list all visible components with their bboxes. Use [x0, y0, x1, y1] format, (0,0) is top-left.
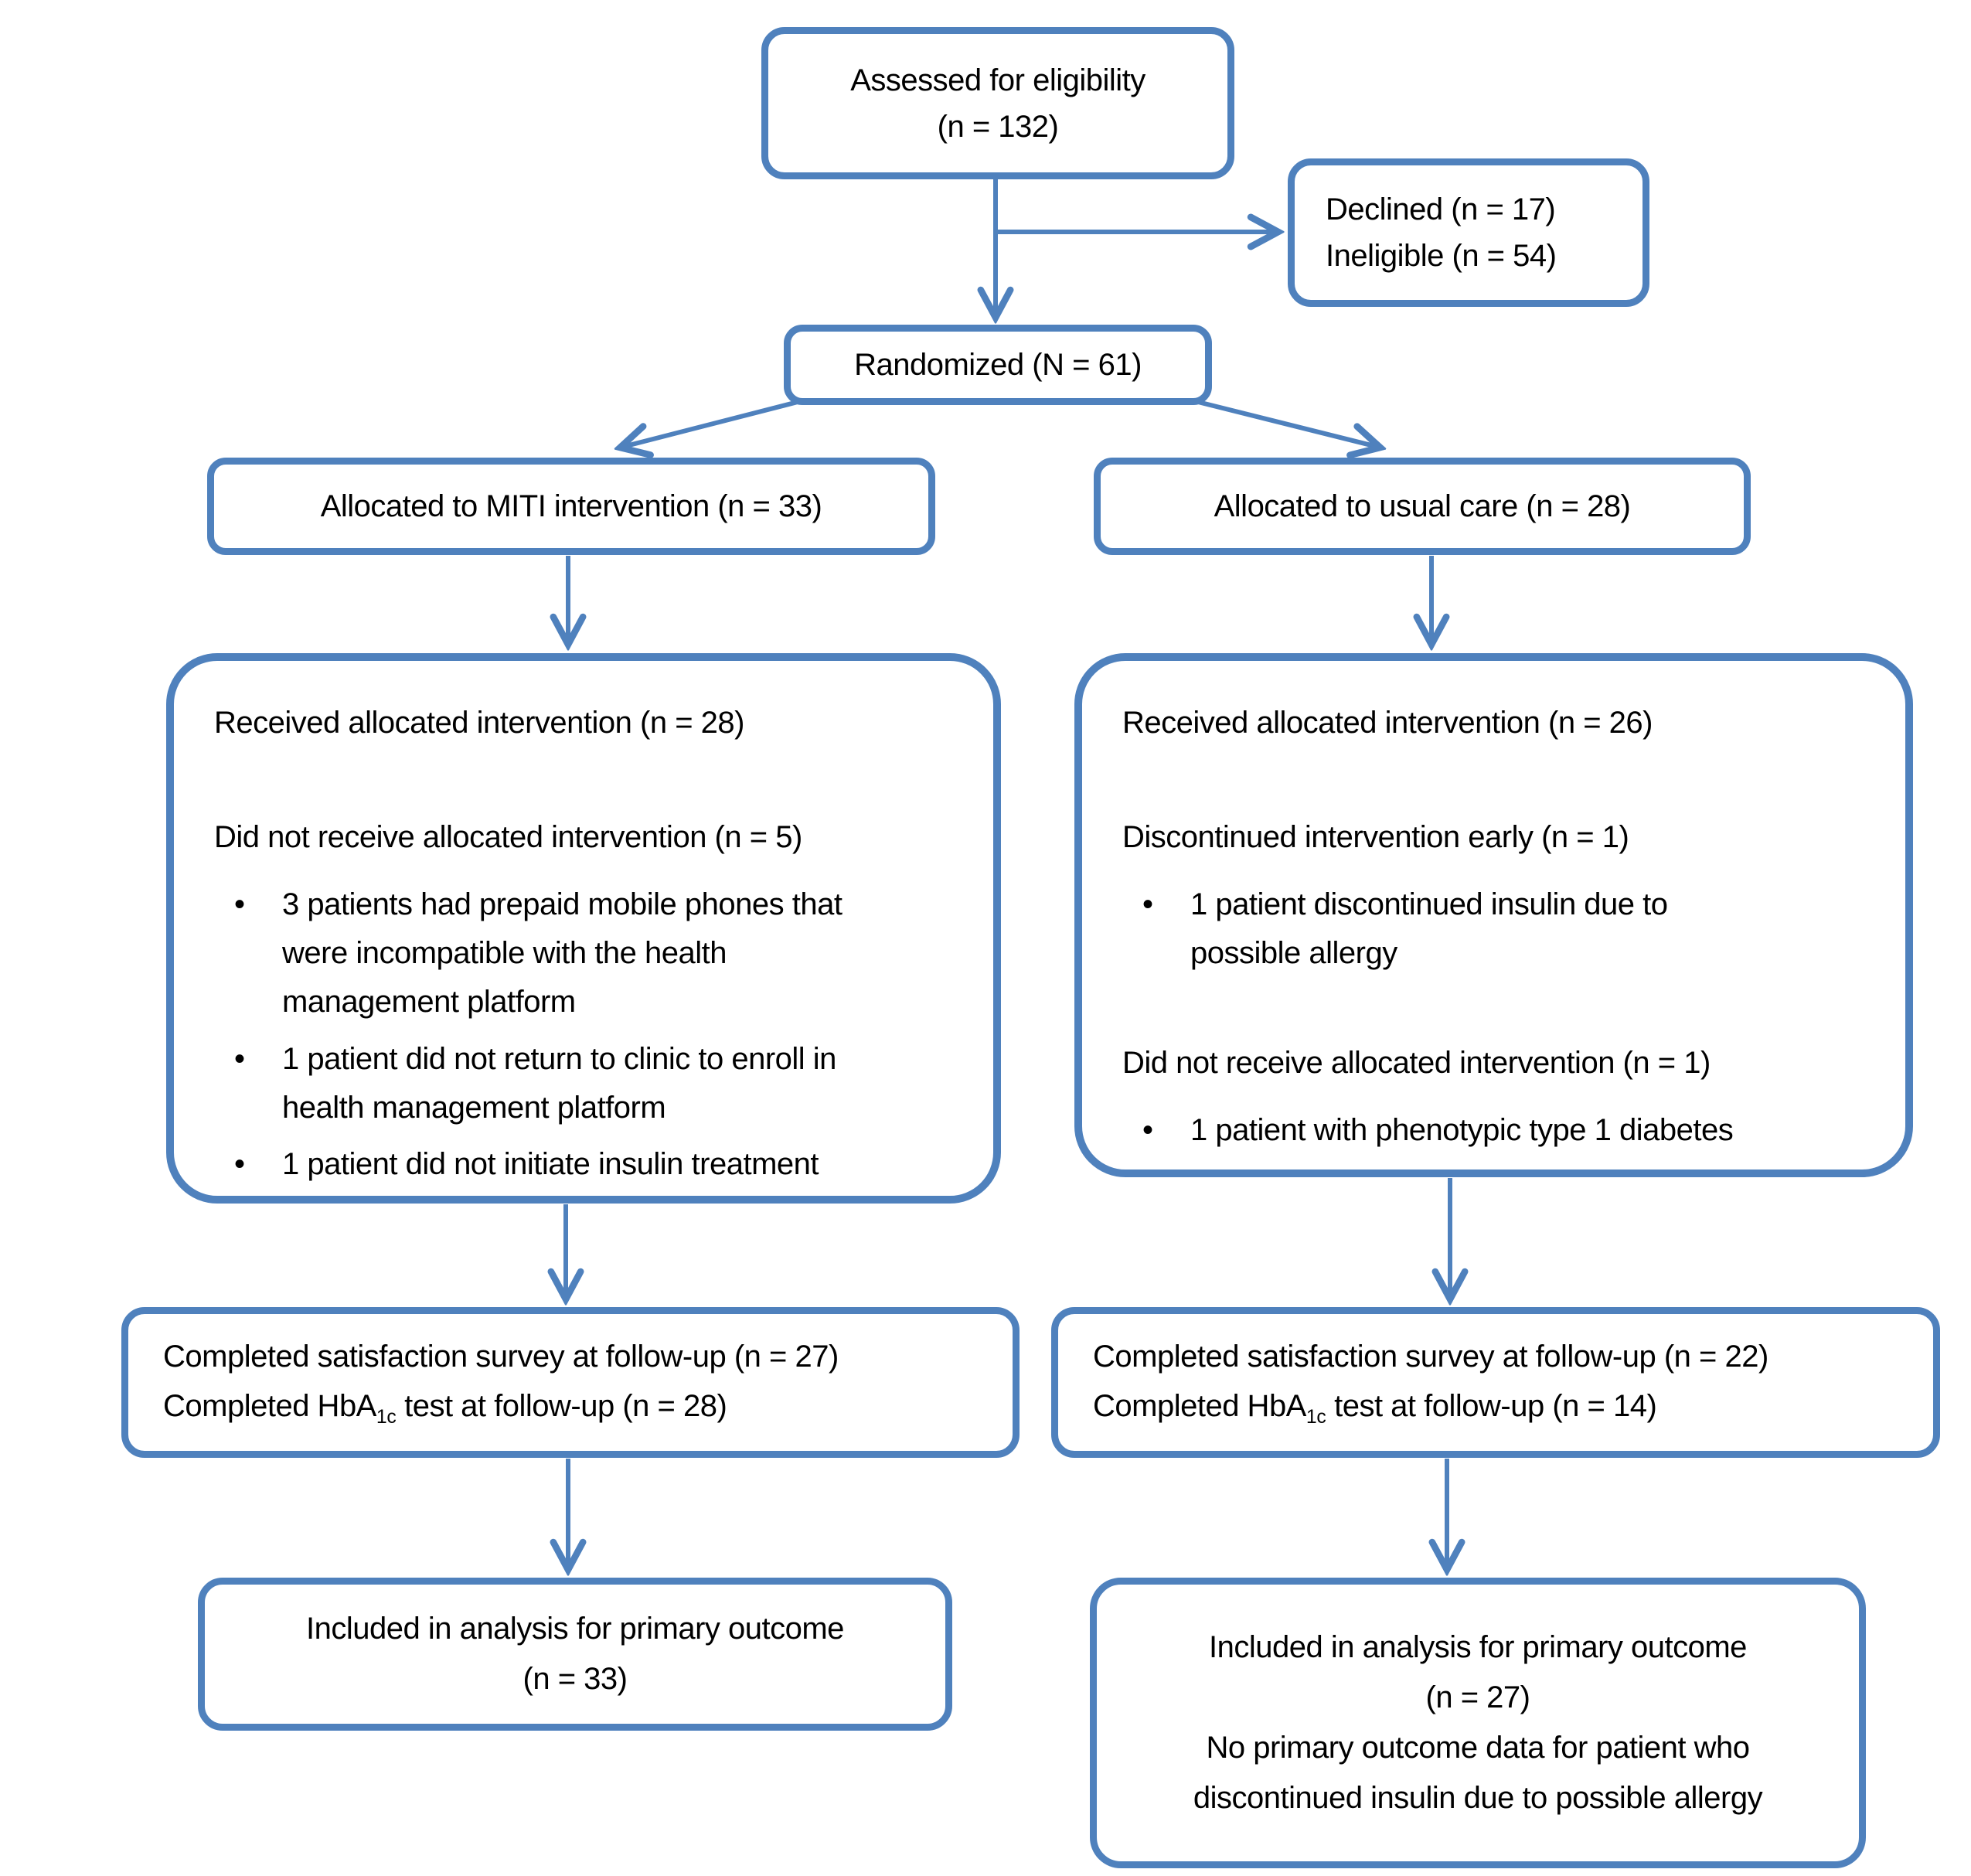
declined-count: Declined (n = 17)	[1326, 192, 1556, 226]
arrow-randomized-to-alloc-miti	[623, 400, 798, 447]
received-intervention-usual-box: Received allocated intervention (n = 26)…	[1074, 653, 1913, 1177]
analysis-miti-line: Included in analysis for primary outcome	[306, 1612, 844, 1646]
allocated-usual-care-box: Allocated to usual care (n = 28)	[1094, 458, 1751, 555]
hba1c-subscript: 1c	[1305, 1407, 1326, 1428]
not-received-usual-line: Did not receive allocated intervention (…	[1122, 1046, 1711, 1081]
assessed-count: (n = 132)	[937, 109, 1059, 144]
received-miti-line: Received allocated intervention (n = 28)	[214, 706, 744, 740]
reason-item: 1 patient did not initiate insulin treat…	[234, 1140, 842, 1189]
reason-item: 3 patients had prepaid mobile phones tha…	[234, 880, 843, 1027]
received-usual-line: Received allocated intervention (n = 26)	[1122, 706, 1653, 740]
analysis-usual-note: No primary outcome data for patient who …	[1193, 1731, 1763, 1815]
discontinued-early-reasons: 1 patient discontinued insulin due to po…	[1122, 880, 1668, 986]
analysis-miti-count: (n = 33)	[523, 1662, 628, 1696]
randomized-box: Randomized (N = 61)	[784, 325, 1212, 405]
hba1c-test-usual-line: Completed HbA1c test at follow-up (n = 1…	[1093, 1381, 1657, 1433]
followup-miti-box: Completed satisfaction survey at follow-…	[121, 1307, 1020, 1458]
analysis-usual-box: Included in analysis for primary outcome…	[1090, 1578, 1866, 1868]
allocated-miti-label: Allocated to MITI intervention (n = 33)	[320, 489, 822, 523]
randomized-label: Randomized (N = 61)	[854, 348, 1142, 382]
reason-item: 1 patient discontinued insulin due to po…	[1142, 880, 1668, 978]
arrow-randomized-to-alloc-usual	[1197, 400, 1377, 447]
reason-item: 1 patient did not return to clinic to en…	[234, 1035, 842, 1132]
hba1c-test-miti-line: Completed HbA1c test at follow-up (n = 2…	[163, 1381, 727, 1433]
received-intervention-miti-box: Received allocated intervention (n = 28)…	[166, 653, 1001, 1204]
not-received-miti-reasons: 3 patients had prepaid mobile phones tha…	[214, 880, 843, 1197]
allocated-usual-label: Allocated to usual care (n = 28)	[1214, 489, 1631, 523]
hba1c-subscript: 1c	[376, 1407, 397, 1428]
satisfaction-survey-miti-line: Completed satisfaction survey at follow-…	[163, 1339, 839, 1374]
not-received-miti-line: Did not receive allocated intervention (…	[214, 820, 802, 854]
not-received-usual-reasons: 1 patient with phenotypic type 1 diabete…	[1122, 1106, 1734, 1163]
analysis-usual-line: Included in analysis for primary outcome	[1209, 1630, 1747, 1665]
hba1c-post: test at follow-up (n = 28)	[396, 1389, 727, 1424]
discontinued-early-line: Discontinued intervention early (n = 1)	[1122, 820, 1629, 854]
allocated-miti-box: Allocated to MITI intervention (n = 33)	[207, 458, 935, 555]
assessed-for-eligibility-box: Assessed for eligibility (n = 132)	[761, 27, 1234, 179]
hba1c-pre: Completed HbA	[163, 1389, 376, 1424]
satisfaction-survey-usual-line: Completed satisfaction survey at follow-…	[1093, 1339, 1768, 1374]
hba1c-pre: Completed HbA	[1093, 1389, 1306, 1424]
followup-usual-box: Completed satisfaction survey at follow-…	[1051, 1307, 1940, 1458]
hba1c-post: test at follow-up (n = 14)	[1326, 1389, 1657, 1424]
analysis-miti-box: Included in analysis for primary outcome…	[198, 1578, 952, 1731]
analysis-usual-count: (n = 27)	[1425, 1680, 1530, 1715]
ineligible-count: Ineligible (n = 54)	[1326, 239, 1557, 273]
reason-item: 1 patient with phenotypic type 1 diabete…	[1142, 1106, 1734, 1155]
assessed-line-1: Assessed for eligibility	[850, 63, 1145, 97]
declined-ineligible-box: Declined (n = 17) Ineligible (n = 54)	[1288, 158, 1649, 307]
